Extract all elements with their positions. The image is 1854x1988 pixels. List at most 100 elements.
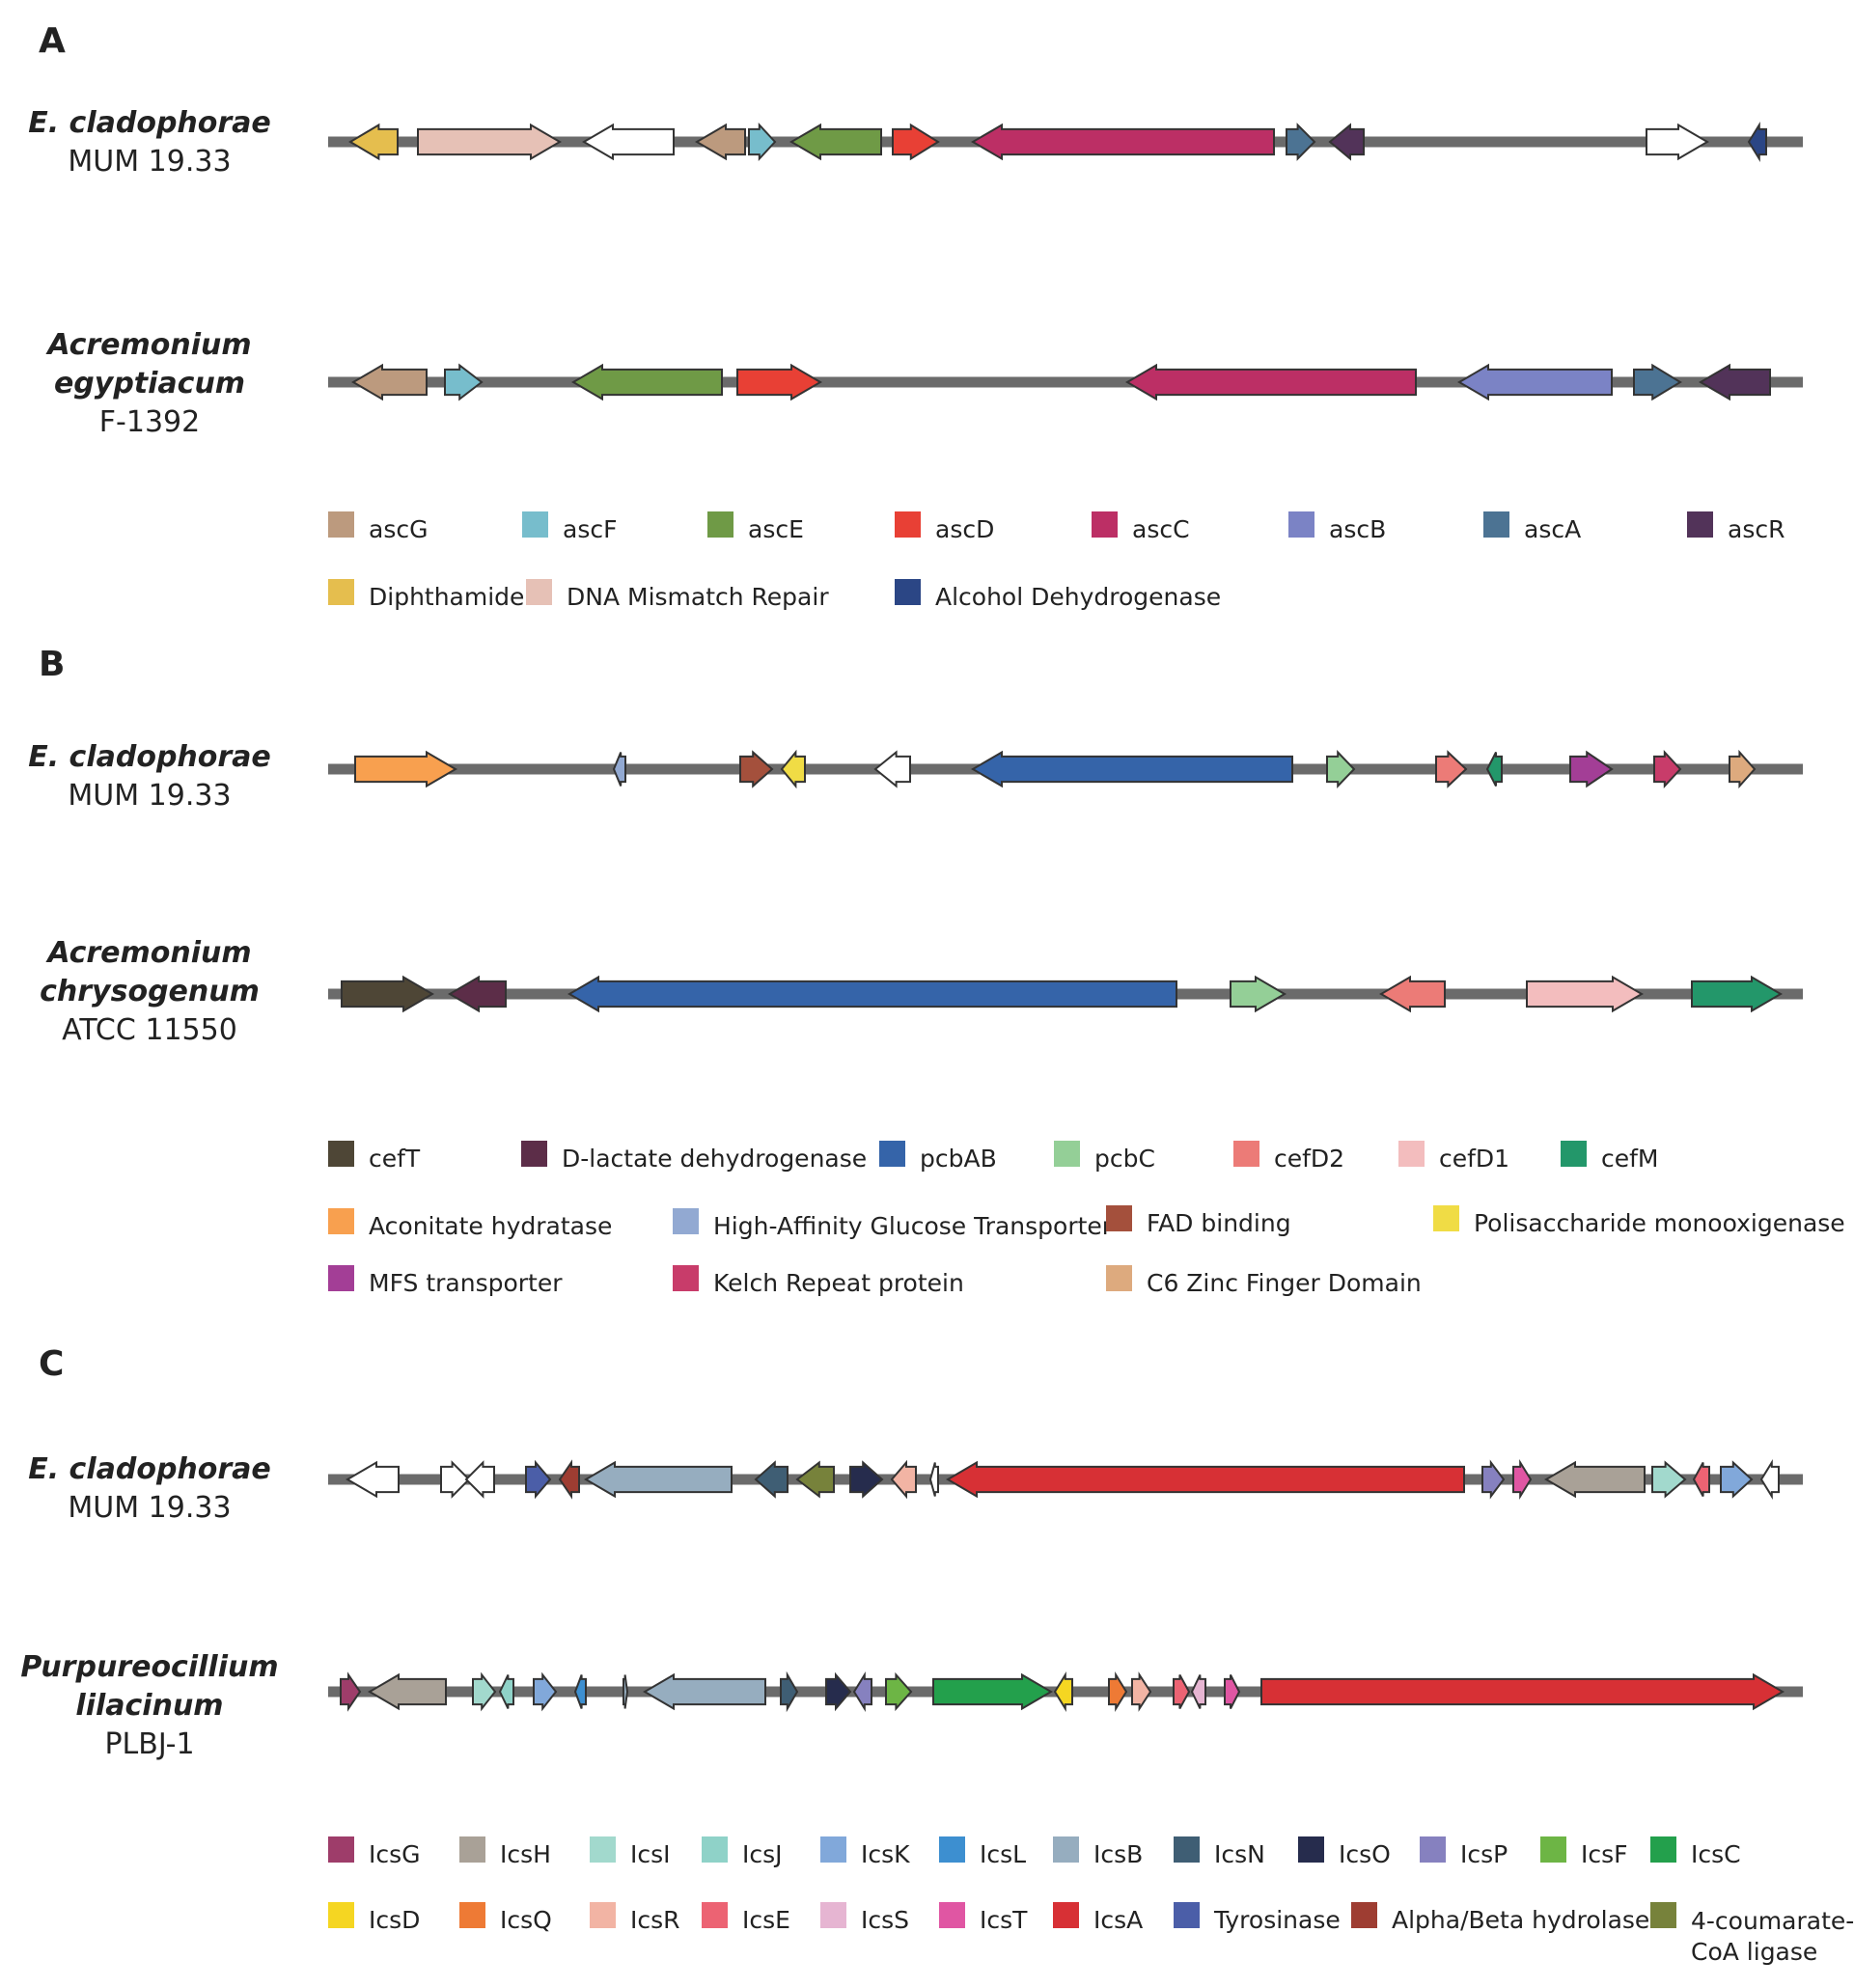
legend-label: ascA	[1524, 515, 1582, 543]
legend-label: C6 Zinc Finger Domain	[1147, 1269, 1422, 1297]
gene-arrow	[464, 1460, 495, 1499]
gene-arrow	[571, 363, 723, 401]
organism-name: chrysogenum	[40, 975, 260, 1008]
gene-arrow	[573, 1674, 587, 1709]
legend-label: IcsJ	[742, 1840, 783, 1868]
legend-swatch	[590, 1836, 616, 1863]
legend-label: IcsE	[742, 1906, 790, 1934]
legend-swatch	[328, 511, 354, 538]
gene-arrow	[1653, 749, 1682, 789]
legend-label: IcsQ	[500, 1906, 552, 1934]
legend-label: IcsH	[500, 1840, 551, 1868]
gene-arrow	[1512, 1458, 1533, 1501]
gene-arrow	[1435, 750, 1468, 788]
panel-b-letter: B	[39, 645, 66, 684]
gene-arrow	[368, 1672, 447, 1711]
gene-arrow	[1190, 1674, 1206, 1709]
organism-name: E. cladophorae	[28, 1452, 271, 1486]
gene-arrow	[1699, 363, 1771, 401]
legend-label: 4-coumarate-CoA ligase	[1691, 1907, 1854, 1966]
organism-name: E. cladophorae	[28, 106, 271, 140]
legend-swatch	[1174, 1902, 1200, 1928]
gene-arrow	[946, 1460, 1465, 1499]
legend-label: D-lactate dehydrogenase	[562, 1145, 868, 1173]
legend-swatch	[1540, 1836, 1566, 1863]
legend-swatch	[1420, 1836, 1446, 1863]
gene-arrow	[1747, 121, 1767, 163]
organism-strain: MUM 19.33	[68, 779, 232, 813]
gene-arrow	[1260, 1672, 1785, 1711]
organism-label-a1: E. cladophorae MUM 19.33	[19, 104, 280, 181]
legend-swatch	[820, 1902, 846, 1928]
legend-label: cefT	[369, 1145, 421, 1173]
gene-arrow	[849, 1460, 884, 1499]
legend-swatch	[1650, 1902, 1676, 1928]
legend-swatch	[707, 511, 733, 538]
legend-swatch	[939, 1902, 965, 1928]
gene-arrow	[472, 1671, 497, 1712]
legend-swatch	[1233, 1141, 1259, 1167]
organism-label-c2: Purpureocillium lilacinum PLBJ-1	[19, 1648, 280, 1764]
legend-label: Alcohol Dehydrogenase	[935, 583, 1222, 611]
gene-arrow	[584, 1460, 733, 1499]
gene-arrow	[780, 1670, 799, 1713]
panel-c-letter: C	[39, 1344, 65, 1384]
legend-swatch	[702, 1836, 728, 1863]
organism-strain: F-1392	[98, 405, 201, 439]
gene-arrow	[1485, 752, 1503, 787]
organism-label-b2: Acremonium chrysogenum ATCC 11550	[19, 934, 280, 1050]
legend-label: ascD	[935, 515, 995, 543]
legend-label: Diphthamide	[369, 583, 525, 611]
gene-arrow	[567, 975, 1177, 1013]
legend-swatch	[1053, 1836, 1079, 1863]
legend-label: MFS transporter	[369, 1269, 563, 1297]
legend-swatch	[1298, 1836, 1324, 1863]
gene-arrow	[351, 363, 428, 401]
gene-arrow	[1053, 1670, 1073, 1713]
gene-arrow	[892, 123, 940, 161]
gene-arrow	[795, 1460, 835, 1499]
legend-label: Polisaccharide monooxigenase	[1474, 1209, 1845, 1237]
gene-arrow	[1526, 975, 1644, 1013]
legend-swatch	[328, 1141, 354, 1167]
gene-arrow	[354, 750, 457, 788]
gene-arrow	[695, 123, 746, 161]
legend-swatch	[1288, 511, 1314, 538]
gene-arrow	[417, 123, 562, 161]
gene-arrow	[1230, 975, 1287, 1013]
gene-arrow	[928, 1462, 939, 1497]
legend-swatch	[895, 579, 921, 605]
legend-swatch	[1106, 1265, 1132, 1291]
legend-swatch	[526, 579, 552, 605]
legend-label: ascR	[1728, 515, 1785, 543]
legend-swatch	[1351, 1902, 1377, 1928]
gene-arrow	[1692, 1462, 1710, 1497]
backbone-line	[328, 376, 1803, 388]
legend-swatch	[1053, 1902, 1079, 1928]
gene-arrow	[1457, 363, 1613, 401]
gene-arrow	[1633, 363, 1682, 401]
organism-strain: PLBJ-1	[104, 1727, 195, 1761]
legend-label: IcsR	[630, 1906, 680, 1934]
legend-label: DNA Mismatch Repair	[567, 583, 829, 611]
gene-arrow	[1691, 975, 1783, 1013]
gene-arrow	[885, 1671, 913, 1712]
legend-label: IcsP	[1460, 1840, 1508, 1868]
legend-swatch	[328, 1836, 354, 1863]
legend-label: ascC	[1132, 515, 1190, 543]
legend-swatch	[1174, 1836, 1200, 1863]
gene-arrow	[1326, 750, 1356, 788]
legend-swatch	[459, 1902, 485, 1928]
legend-label: Tyrosinase	[1214, 1906, 1341, 1934]
gene-arrow	[1569, 750, 1614, 788]
gene-arrow	[612, 752, 626, 787]
gene-arrow	[971, 750, 1293, 788]
gene-arrow	[348, 123, 399, 161]
legend-label: Kelch Repeat protein	[713, 1269, 964, 1297]
legend-swatch	[1687, 511, 1713, 538]
gene-arrow	[1131, 1671, 1152, 1712]
legend-swatch	[1561, 1141, 1587, 1167]
legend-label: IcsA	[1093, 1906, 1144, 1934]
legend-label: FAD binding	[1147, 1209, 1291, 1237]
